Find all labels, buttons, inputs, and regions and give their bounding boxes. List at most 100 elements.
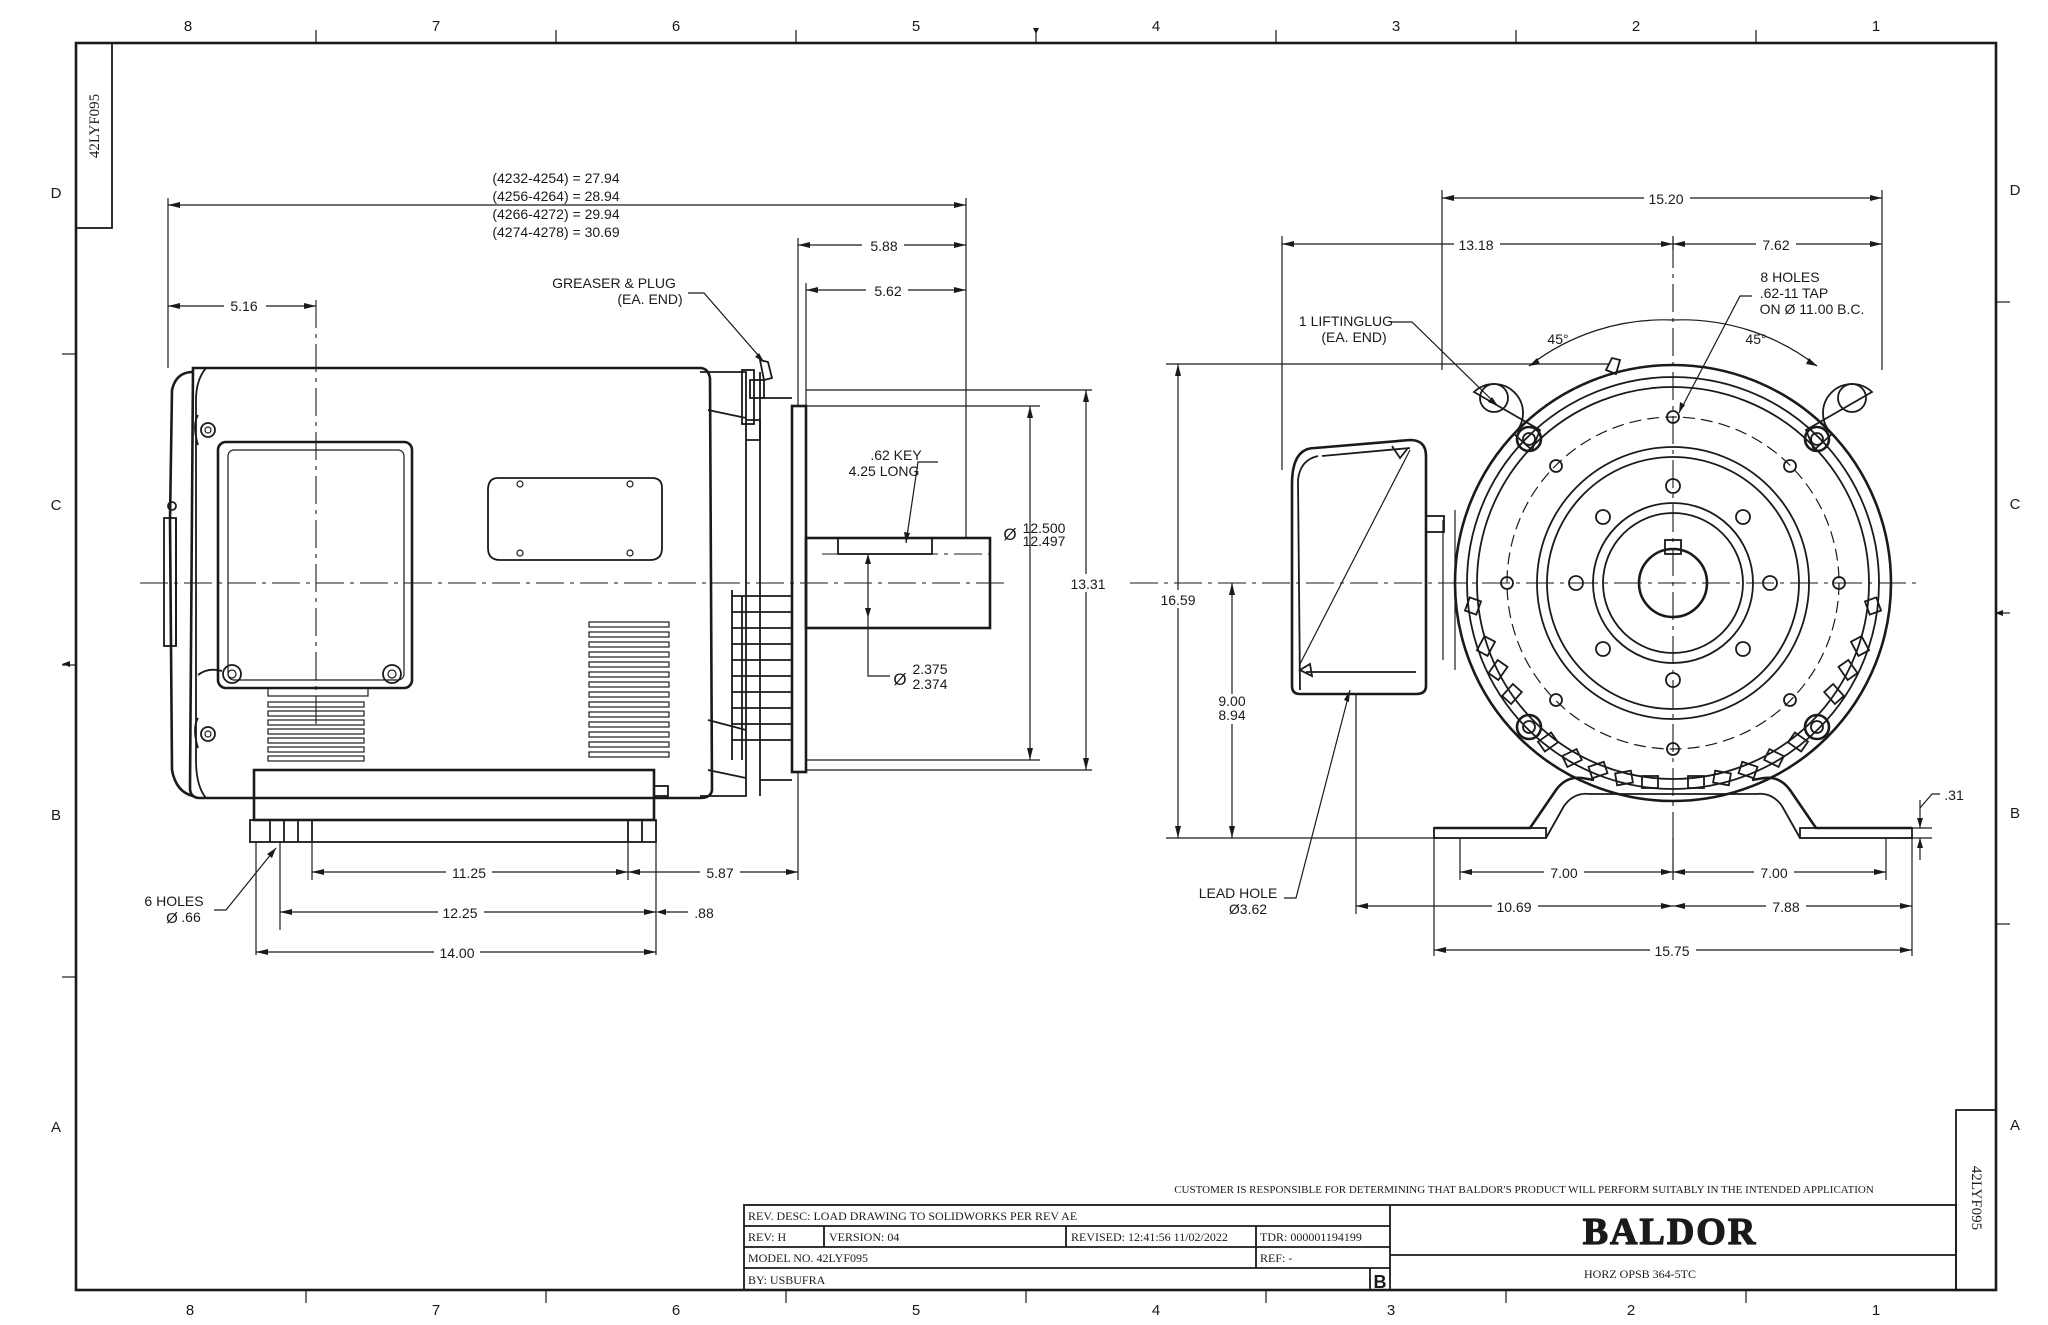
zone-col-top: 4: [1152, 18, 1160, 35]
side-dimensions: [167, 198, 1092, 955]
holes8-note: ON Ø 11.00 B.C.: [1760, 301, 1865, 317]
zone-row-right: C: [2010, 496, 2021, 513]
zone-row-left: A: [51, 1119, 61, 1136]
dia-symbol: Ø: [893, 670, 906, 689]
dim-7-00-left: 7.00: [1550, 865, 1577, 881]
drawing-border: [62, 28, 2010, 1303]
zone-col-top: 7: [432, 18, 440, 35]
length-line: (4274-4278) = 30.69: [492, 224, 619, 240]
zone-row-right: A: [2010, 1117, 2020, 1134]
tdr: TDR: 000001194199: [1260, 1230, 1362, 1244]
by: BY: USBUFRA: [748, 1273, 826, 1287]
holes-note: .66: [181, 909, 201, 925]
dim-7-88: 7.88: [1772, 899, 1799, 915]
zone-col-top: 3: [1392, 18, 1400, 35]
dim-5-87: 5.87: [706, 865, 733, 881]
lead-hole-note: Ø3.62: [1229, 901, 1267, 917]
dia-symbol: Ø: [1003, 525, 1016, 544]
zone-row-left: B: [51, 807, 61, 824]
frame-vents-right: [588, 621, 670, 758]
zone-col-top: 1: [1872, 18, 1880, 35]
end-dimension-text: 15.20 13.18 7.62 8 HOLES .62-11 TAP ON Ø…: [1156, 189, 1964, 959]
revised: REVISED: 12:41:56 11/02/2022: [1071, 1230, 1228, 1244]
dim-7-00-right: 7.00: [1760, 865, 1787, 881]
zone-col-top: 2: [1632, 18, 1640, 35]
zone-col-bottom: 2: [1627, 1302, 1635, 1319]
lead-hole-note: LEAD HOLE: [1199, 885, 1278, 901]
greaser-note: GREASER & PLUG: [552, 275, 676, 291]
lifting-lug-note: 1 LIFTINGLUG: [1299, 313, 1393, 329]
zone-col-bottom: 3: [1387, 1302, 1395, 1319]
dim-16-59: 16.59: [1160, 592, 1195, 608]
bolt-circle-holes: [1500, 410, 1846, 756]
zone-row-left: D: [51, 185, 62, 202]
zone-col-top: 5: [912, 18, 920, 35]
zone-row-right: D: [2010, 182, 2021, 199]
dim-15-20: 15.20: [1648, 191, 1683, 207]
zone-col-bottom: 7: [432, 1302, 440, 1319]
dim-14-00: 14.00: [439, 945, 474, 961]
side-tab-label: 42LYF095: [1968, 1166, 1984, 1230]
greaser-note: (EA. END): [617, 291, 682, 307]
end-bracket-fins: [731, 590, 792, 760]
dim-9-upper: 9.00: [1218, 693, 1245, 709]
dim-12-25: 12.25: [442, 905, 477, 921]
dim-15-75: 15.75: [1654, 943, 1689, 959]
dim-0-88: .88: [694, 905, 714, 921]
frame-vents-lower: [267, 701, 365, 762]
rev-desc: REV. DESC: LOAD DRAWING TO SOLIDWORKS PE…: [748, 1209, 1077, 1223]
ref: REF: -: [1260, 1251, 1292, 1265]
dim-7-62: 7.62: [1762, 237, 1789, 253]
zone-col-top: 6: [672, 18, 680, 35]
length-line: (4256-4264) = 28.94: [492, 188, 619, 204]
dim-5-88: 5.88: [870, 238, 897, 254]
disclaimer: CUSTOMER IS RESPONSIBLE FOR DETERMINING …: [1174, 1184, 1874, 1196]
pilot-dia-lower: 12.497: [1023, 533, 1066, 549]
cooling-fins: [1463, 596, 1883, 789]
shaft-dia-upper: 2.375: [912, 661, 947, 677]
side-tab-label: 42LYF095: [87, 94, 103, 158]
length-line: (4266-4272) = 29.94: [492, 206, 619, 222]
angle-left: 45°: [1547, 331, 1568, 347]
holes8-note: .62-11 TAP: [1760, 285, 1828, 301]
zone-col-bottom: 6: [672, 1302, 680, 1319]
version: VERSION: 04: [829, 1230, 899, 1244]
side-tab-top: 42LYF095: [75, 42, 113, 229]
angle-right: 45°: [1745, 331, 1766, 347]
zone-col-bottom: 8: [186, 1302, 194, 1319]
drawing-description: HORZ OPSB 364-5TC: [1584, 1267, 1696, 1281]
inner-holes: [1568, 478, 1778, 688]
zone-col-top: 8: [184, 18, 192, 35]
key-note: .62 KEY: [870, 447, 922, 463]
side-dimension-text: (4232-4254) = 27.94 (4256-4264) = 28.94 …: [144, 170, 1108, 961]
zone-col-bottom: 4: [1152, 1302, 1160, 1319]
dim-13-31: 13.31: [1070, 576, 1105, 592]
holes-note: 6 HOLES: [144, 893, 203, 909]
dim-5-62: 5.62: [874, 283, 901, 299]
length-line: (4232-4254) = 27.94: [492, 170, 619, 186]
pilot-dia-upper: 12.500: [1023, 520, 1066, 536]
brand-logo: BALDOR: [1583, 1211, 1758, 1253]
dim-5-16: 5.16: [230, 298, 257, 314]
title-block: CUSTOMER IS RESPONSIBLE FOR DETERMINING …: [743, 1109, 1997, 1292]
zone-labels: 8 7 6 5 4 3 2 1 8 7 6 5 4 3 2 1 D C B A …: [51, 18, 2021, 1319]
rev: REV: H: [748, 1230, 786, 1244]
dia-symbol: Ø: [166, 910, 178, 927]
zone-row-right: B: [2010, 805, 2020, 822]
model-no: MODEL NO. 42LYF095: [748, 1251, 868, 1265]
dim-13-18: 13.18: [1458, 237, 1493, 253]
side-view: (4232-4254) = 27.94 (4256-4264) = 28.94 …: [140, 170, 1108, 961]
sheet-size: B: [1374, 1272, 1387, 1292]
zone-col-bottom: 1: [1872, 1302, 1880, 1319]
key-note: 4.25 LONG: [849, 463, 920, 479]
zone-row-left: C: [51, 497, 62, 514]
dim-0-31: .31: [1944, 787, 1964, 803]
dim-10-69: 10.69: [1496, 899, 1531, 915]
end-view: 15.20 13.18 7.62 8 HOLES .62-11 TAP ON Ø…: [1130, 189, 1964, 959]
zone-col-bottom: 5: [912, 1302, 920, 1319]
dim-11-25: 11.25: [452, 865, 486, 881]
dim-9-lower: 8.94: [1218, 707, 1245, 723]
shaft-dia-lower: 2.374: [912, 676, 947, 692]
holes8-note: 8 HOLES: [1760, 269, 1819, 285]
